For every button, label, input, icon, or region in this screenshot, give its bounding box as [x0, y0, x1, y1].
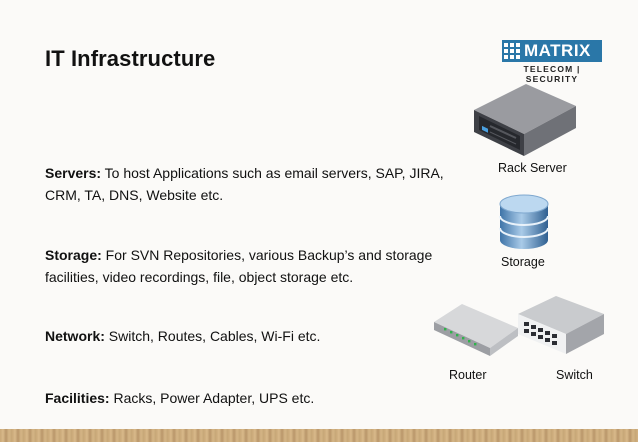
section-label: Facilities: [45, 390, 110, 406]
logo-name: MATRIX [524, 41, 591, 60]
footer-band [0, 429, 638, 442]
section-text: For SVN Repositories, various Backup’s a… [45, 247, 433, 285]
section-facilities: Facilities: Racks, Power Adapter, UPS et… [45, 387, 475, 409]
logo-tagline: TELECOM | SECURITY [523, 64, 581, 84]
slide-title: IT Infrastructure [45, 46, 216, 71]
router-caption: Router [449, 368, 487, 382]
switch-icon [518, 296, 604, 354]
matrix-logo: MATRIX TELECOM | SECURITY [502, 40, 602, 84]
section-network: Network: Switch, Routes, Cables, Wi-Fi e… [45, 325, 475, 347]
switch-caption: Switch [556, 368, 593, 382]
logo-dots-icon [502, 40, 522, 62]
section-storage: Storage: For SVN Repositories, various B… [45, 244, 475, 288]
section-label: Storage: [45, 247, 102, 263]
section-label: Network: [45, 328, 105, 344]
section-text: Switch, Routes, Cables, Wi-Fi etc. [104, 328, 321, 344]
rack-server-icon [474, 84, 576, 156]
section-servers: Servers: To host Applications such as em… [45, 162, 475, 206]
section-label: Servers: [45, 165, 102, 181]
section-text: To host Applications such as email serve… [45, 165, 444, 203]
rack-server-caption: Rack Server [498, 161, 567, 175]
storage-icon [499, 194, 549, 249]
logo-banner: MATRIX [502, 40, 602, 62]
router-icon [434, 304, 518, 356]
storage-caption: Storage [501, 255, 545, 269]
section-text: Racks, Power Adapter, UPS etc. [109, 390, 315, 406]
